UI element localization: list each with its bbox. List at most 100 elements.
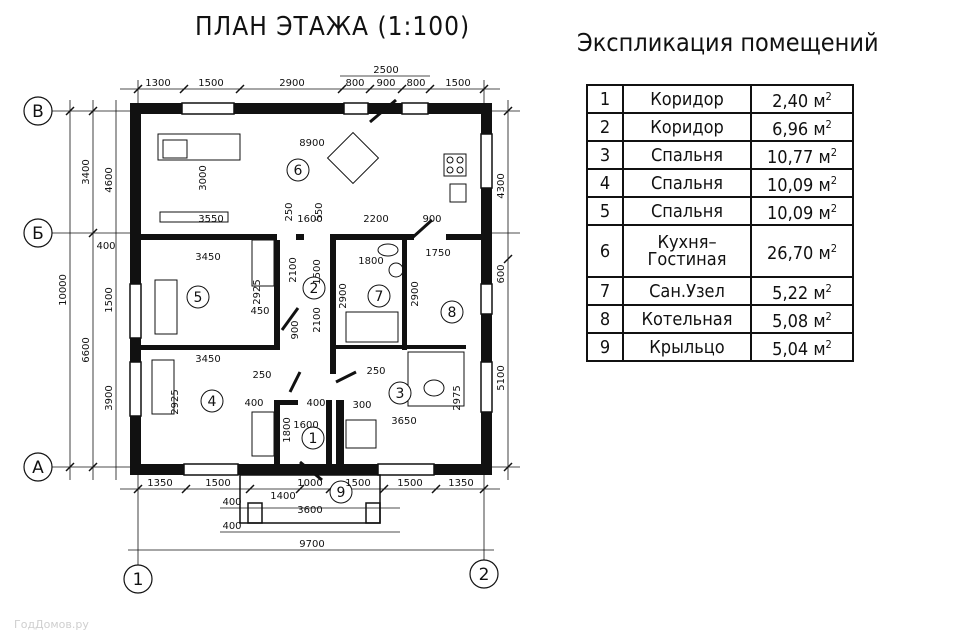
dim-top-4: 800	[345, 78, 364, 89]
dim-top-1: 1300	[145, 78, 170, 89]
dim-r2-2100b: 2100	[312, 307, 323, 332]
room-marker-circle	[329, 480, 353, 504]
dim-r2-2100: 2100	[288, 257, 299, 282]
dim-r3-250: 250	[366, 366, 385, 377]
room-area-value: 2,40 м	[772, 91, 826, 112]
room-area-value: 5,04 м	[772, 339, 826, 360]
room-area-cell: 5,04 м2	[750, 332, 854, 362]
dim-r4-width: 3450	[195, 354, 220, 365]
dim-r5-height: 2925	[252, 279, 263, 304]
dim-bottom-4: 1500	[345, 478, 370, 489]
area-unit-exponent: 2	[825, 338, 832, 351]
bed-room-3	[345, 419, 377, 449]
dim-bottom-2: 1500	[205, 478, 230, 489]
dim-r4-height: 2925	[170, 389, 181, 414]
dim-left-outer-1: 3400	[81, 159, 92, 184]
dim-bottom-inner-1: 400	[222, 497, 241, 508]
dim-r7-height: 2900	[338, 283, 349, 308]
dim-top-7: 1500	[445, 78, 470, 89]
room-area-cell: 2,40 м2	[750, 84, 854, 114]
axis-bubble-b-top	[23, 96, 53, 126]
room-number-cell: 7	[586, 276, 624, 306]
room-area-cell: 10,09 м2	[750, 196, 854, 226]
toilet	[377, 243, 399, 257]
dim-left-inner-3: 3900	[104, 385, 115, 410]
dim-bottom-3: 1000	[297, 478, 322, 489]
axis-bubble-b-mid	[23, 218, 53, 248]
room-name-cell: Котельная	[622, 304, 752, 334]
room-area-cell: 6,96 м2	[750, 112, 854, 142]
room-marker-label: 8	[448, 305, 457, 321]
dim-r8-width: 1750	[425, 248, 450, 259]
room-area-value: 26,70 м	[767, 243, 831, 264]
dim-r3-width: 3650	[391, 416, 416, 427]
dim-top-over: 2500	[373, 65, 398, 76]
area-unit-exponent: 2	[830, 202, 837, 215]
area-unit-exponent: 2	[830, 174, 837, 187]
room-name-cell: Коридор	[622, 112, 752, 142]
dim-r2-900: 900	[290, 320, 301, 339]
room-marker-circle	[186, 285, 210, 309]
dim-r7-width: 1800	[358, 256, 383, 267]
dim-total-bottom: 9700	[299, 539, 324, 550]
axis-label-b-mid: Б	[32, 224, 44, 244]
dim-left-outer-2: 6600	[81, 337, 92, 362]
room-marker-circle	[388, 381, 412, 405]
area-unit-exponent: 2	[825, 310, 832, 323]
room-marker-circle	[302, 276, 326, 300]
room-area-cell: 5,22 м2	[750, 276, 854, 306]
room-marker-circle	[440, 300, 464, 324]
room-marker-label: 7	[375, 289, 384, 305]
dim-right-1: 4300	[496, 173, 507, 198]
dim-c550: 550	[314, 202, 325, 221]
room-area-cell: 10,77 м2	[750, 140, 854, 170]
dim-r1-1800: 1800	[282, 417, 293, 442]
room-name-cell: Кухня– Гостиная	[622, 224, 752, 278]
furniture	[151, 131, 467, 457]
inner-walls	[141, 234, 481, 464]
dim-r5-450: 450	[250, 306, 269, 317]
room-number-cell: 3	[586, 140, 624, 170]
area-unit-exponent: 2	[825, 282, 832, 295]
room-name-cell: Спальня	[622, 140, 752, 170]
dim-d400: 400	[306, 398, 325, 409]
stove	[443, 153, 467, 177]
bed-room-5	[154, 279, 178, 335]
dim-r6-height: 3000	[198, 165, 209, 190]
room-number-cell: 5	[586, 196, 624, 226]
room-number-cell: 8	[586, 304, 624, 334]
dim-r6-width: 8900	[299, 138, 324, 149]
dining-table	[326, 131, 380, 185]
explication-title: Экспликация помещений	[577, 28, 879, 57]
area-unit-exponent: 2	[830, 146, 837, 159]
room-name-cell: Спальня	[622, 168, 752, 198]
dim-top-5: 900	[376, 78, 395, 89]
axis-bubble-2	[469, 559, 499, 589]
dim-r1-1600: 1600	[293, 420, 318, 431]
room-marker-circle	[286, 158, 310, 182]
dim-r3-height: 2975	[452, 385, 463, 410]
bathtub	[345, 311, 399, 343]
dim-c250: 250	[284, 202, 295, 221]
room-number-cell: 2	[586, 112, 624, 142]
room-marker-label: 1	[309, 431, 318, 447]
room-marker-label: 4	[208, 394, 217, 410]
room-area-value: 10,77 м	[767, 147, 831, 168]
room-area-cell: 5,08 м2	[750, 304, 854, 334]
dim-right-3: 5100	[496, 365, 507, 390]
room-name-cell: Сан.Узел	[622, 276, 752, 306]
bed-room-4	[151, 359, 175, 415]
room-area-cell: 26,70 м2	[750, 224, 854, 278]
room-area-value: 5,08 м	[772, 311, 826, 332]
dim-bottom-inner-3: 3600	[297, 505, 322, 516]
